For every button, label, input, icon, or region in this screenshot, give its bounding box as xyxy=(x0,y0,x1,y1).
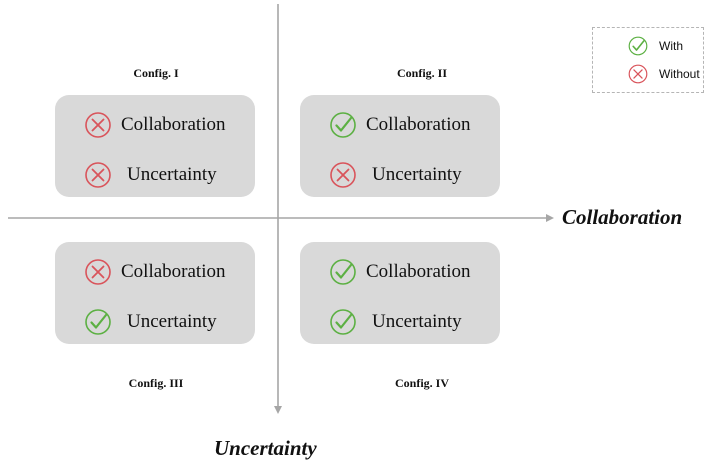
cross-icon xyxy=(83,110,113,140)
cross-icon xyxy=(83,160,113,190)
uncertainty-row: Uncertainty xyxy=(300,160,500,190)
legend: With Without xyxy=(592,27,704,93)
legend-with-label: With xyxy=(659,39,683,53)
collaboration-label: Collaboration xyxy=(121,261,226,282)
uncertainty-label: Uncertainty xyxy=(127,164,217,185)
y-axis-title: Uncertainty xyxy=(214,436,317,460)
collaboration-label: Collaboration xyxy=(366,114,471,135)
x-axis-title: Collaboration xyxy=(562,205,683,229)
cross-icon xyxy=(83,257,113,287)
uncertainty-row: Uncertainty xyxy=(300,307,500,337)
uncertainty-label: Uncertainty xyxy=(372,164,462,185)
config-label-3: Config. III xyxy=(128,376,184,390)
uncertainty-label: Uncertainty xyxy=(372,311,462,332)
check-icon xyxy=(328,257,358,287)
config-box-1: Collaboration Uncertainty xyxy=(55,95,255,197)
check-icon xyxy=(328,307,358,337)
collaboration-row: Collaboration xyxy=(300,110,500,140)
check-icon xyxy=(328,110,358,140)
config-label-1: Config. I xyxy=(133,66,179,80)
collaboration-row: Collaboration xyxy=(55,257,255,287)
legend-without-label: Without xyxy=(659,67,700,81)
collaboration-row: Collaboration xyxy=(300,257,500,287)
legend-without: Without xyxy=(617,63,700,85)
config-box-4: Collaboration Uncertainty xyxy=(300,242,500,344)
config-label-2: Config. II xyxy=(396,66,447,80)
config-label-4: Config. IV xyxy=(394,376,449,390)
cross-icon xyxy=(328,160,358,190)
collaboration-label: Collaboration xyxy=(366,261,471,282)
check-icon xyxy=(627,35,649,57)
uncertainty-row: Uncertainty xyxy=(55,160,255,190)
uncertainty-label: Uncertainty xyxy=(127,311,217,332)
uncertainty-row: Uncertainty xyxy=(55,307,255,337)
cross-icon xyxy=(627,63,649,85)
config-box-2: Collaboration Uncertainty xyxy=(300,95,500,197)
config-box-3: Collaboration Uncertainty xyxy=(55,242,255,344)
collaboration-label: Collaboration xyxy=(121,114,226,135)
legend-with: With xyxy=(617,35,683,57)
collaboration-row: Collaboration xyxy=(55,110,255,140)
check-icon xyxy=(83,307,113,337)
